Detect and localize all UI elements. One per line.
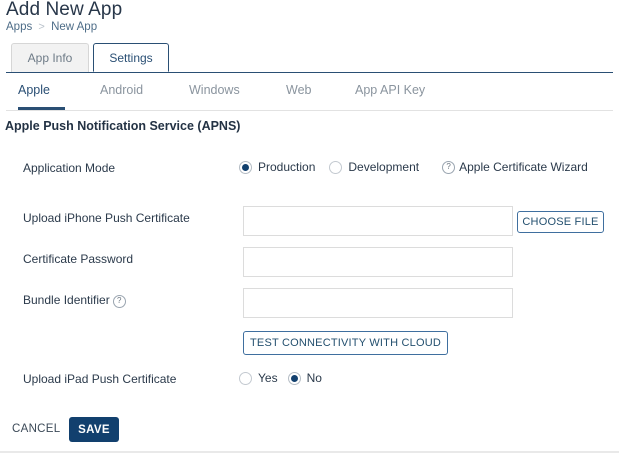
help-circle-icon[interactable]: ?: [112, 295, 126, 308]
subtab-android[interactable]: Android: [100, 83, 144, 97]
save-button[interactable]: SAVE: [69, 417, 119, 442]
input-certificate-password[interactable]: [243, 247, 513, 277]
label-upload-ipad-push-certificate: Upload iPad Push Certificate: [23, 372, 177, 386]
help-circle-icon: ?: [442, 160, 456, 174]
choose-file-button[interactable]: CHOOSE FILE: [517, 211, 604, 233]
label-certificate-password: Certificate Password: [23, 252, 134, 266]
link-apple-certificate-wizard-label: Apple Certificate Wizard: [459, 160, 588, 174]
radiogroup-ipad-push-certificate: Yes No: [239, 371, 322, 385]
input-bundle-identifier[interactable]: [243, 288, 513, 318]
radio-dot-development: [329, 160, 343, 174]
tab-app-info[interactable]: App Info: [11, 43, 89, 72]
label-bundle-identifier-text: Bundle Identifier: [23, 293, 110, 307]
bottom-divider: [0, 451, 619, 453]
page-title: Add New App: [6, 0, 123, 20]
radio-label-yes: Yes: [258, 371, 278, 385]
section-title: Apple Push Notification Service (APNS): [5, 119, 241, 133]
tab-settings[interactable]: Settings: [93, 43, 169, 72]
radio-label-no: No: [306, 371, 322, 385]
breadcrumb: Apps > New App: [6, 21, 97, 34]
subtab-active-underline: [18, 107, 65, 110]
radio-application-mode-production[interactable]: Production: [239, 160, 315, 174]
breadcrumb-current-new-app: New App: [51, 21, 98, 33]
radio-dot-production: [239, 160, 252, 174]
breadcrumb-link-apps[interactable]: Apps: [6, 21, 33, 33]
test-connectivity-with-cloud-button[interactable]: TEST CONNECTIVITY WITH CLOUD: [243, 331, 448, 355]
input-iphone-push-certificate[interactable]: [243, 206, 513, 236]
label-bundle-identifier: Bundle Identifier?: [23, 293, 126, 308]
main-tabbar: App Info Settings: [0, 43, 619, 73]
cancel-button[interactable]: CANCEL: [12, 423, 61, 435]
label-application-mode: Application Mode: [23, 161, 116, 175]
radio-application-mode-development[interactable]: Development: [329, 160, 419, 174]
platform-subtabbar: Apple Android Windows Web App API Key: [0, 80, 619, 112]
radiogroup-application-mode: Production Development ? Apple Certifica…: [239, 160, 588, 174]
tabbar-rule: [6, 72, 613, 73]
subtab-web[interactable]: Web: [286, 83, 312, 97]
radio-dot-no: [287, 371, 301, 385]
subtab-apple-label: Apple: [18, 83, 50, 97]
radio-label-development: Development: [348, 160, 420, 174]
subtab-apple[interactable]: Apple: [18, 80, 65, 110]
radio-label-production: Production: [258, 160, 316, 174]
subtabbar-rule: [6, 110, 613, 111]
radio-ipad-yes[interactable]: Yes: [239, 371, 278, 385]
label-upload-iphone-push-certificate: Upload iPhone Push Certificate: [23, 211, 190, 225]
radio-dot-yes: [239, 371, 252, 385]
radio-ipad-no[interactable]: No: [287, 371, 322, 385]
subtab-app-api-key[interactable]: App API Key: [355, 83, 426, 97]
breadcrumb-separator-icon: >: [38, 21, 45, 33]
subtab-windows[interactable]: Windows: [189, 83, 240, 97]
link-apple-certificate-wizard[interactable]: ? Apple Certificate Wizard: [439, 160, 588, 174]
